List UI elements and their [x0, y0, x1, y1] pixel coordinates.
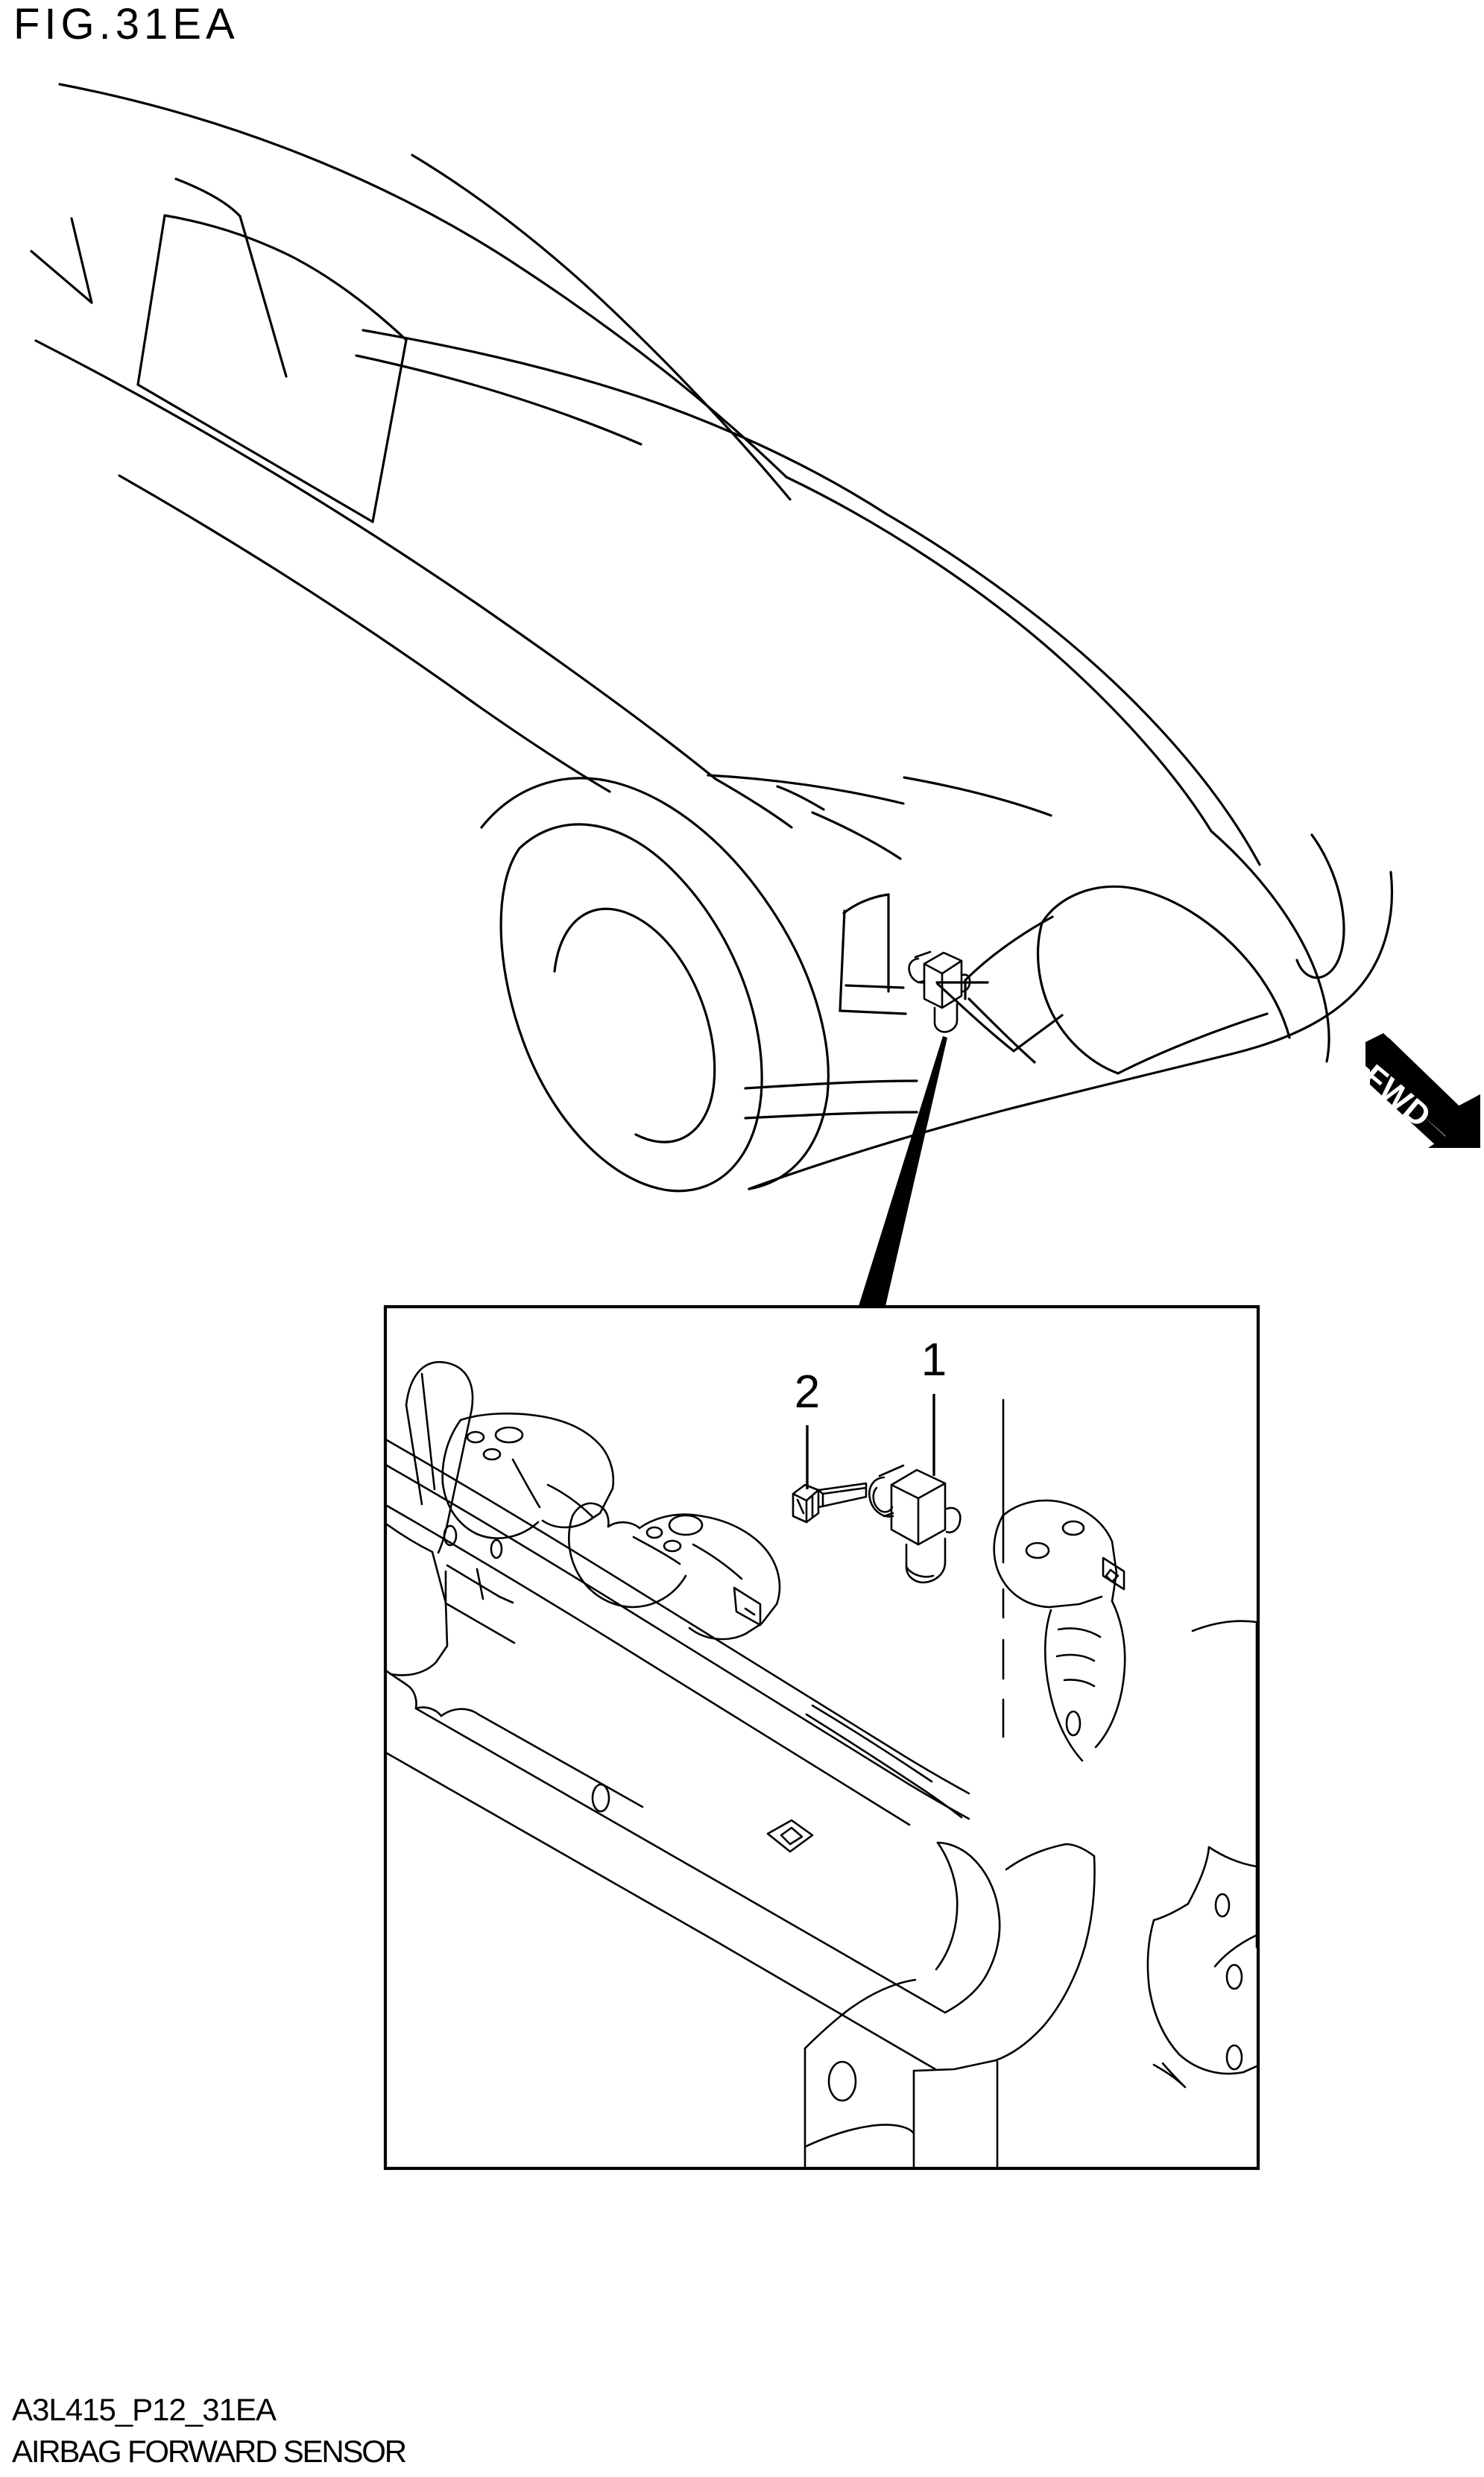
radiator-support-drawing — [387, 1360, 1257, 2167]
figure-title: FIG.31EA — [13, 0, 239, 48]
fwd-arrow-icon: FWD — [1356, 1033, 1480, 1148]
callout-2: 2 — [795, 1366, 820, 1489]
vehicle-overview-drawing — [30, 83, 1394, 1193]
detail-pointer-wedge — [859, 1036, 947, 1306]
part-2-mounting-bolt — [792, 1482, 868, 1524]
figure-name-label: AIRBAG FORWARD SENSOR — [12, 2434, 407, 2469]
forward-sensor-on-vehicle — [908, 950, 971, 1033]
callout-2-number: 2 — [795, 1366, 820, 1418]
detail-view-frame — [383, 1304, 1260, 2171]
figure-code-label: A3L415_P12_31EA — [12, 2392, 277, 2427]
callout-1: 1 — [921, 1334, 947, 1476]
part-1-forward-sensor — [868, 1464, 962, 1584]
callout-1-number: 1 — [921, 1334, 947, 1386]
